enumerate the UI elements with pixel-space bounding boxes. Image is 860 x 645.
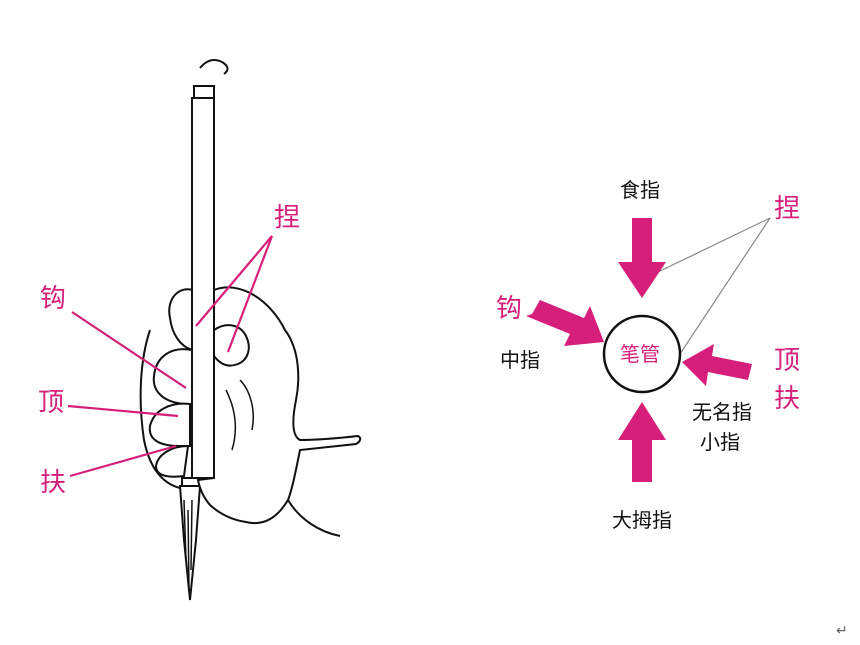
nie-callout-line-1 <box>195 235 273 327</box>
action-label-ding: 顶 <box>774 346 801 376</box>
brush-tip <box>178 485 202 601</box>
return-mark-icon: ↵ <box>836 623 848 639</box>
left-callouts <box>67 235 274 478</box>
wrist-line <box>287 499 341 537</box>
left-label-ding: 顶 <box>38 388 65 418</box>
action-label-nie: 捏 <box>774 194 801 224</box>
brush-hanging-loop <box>199 59 229 75</box>
right-diagram <box>526 217 771 482</box>
little-finger <box>154 444 190 478</box>
action-label-fu: 扶 <box>774 384 801 414</box>
pen-tube-circle <box>602 314 682 394</box>
finger-label-ring: 无名指 <box>692 400 752 424</box>
finger-label-index: 食指 <box>620 178 660 202</box>
brush-bristles <box>183 499 193 591</box>
middle-finger <box>152 348 193 405</box>
center-label: 笔管 <box>620 342 660 366</box>
finger-label-little: 小指 <box>700 430 740 454</box>
brush-shaft <box>191 97 215 479</box>
finger-label-middle: 中指 <box>500 348 540 372</box>
ring-finger <box>148 402 191 447</box>
index-arrow <box>618 218 666 298</box>
knuckle-line <box>225 379 254 451</box>
ding-callout-line <box>67 404 179 418</box>
palm-curve <box>139 329 181 489</box>
hand-back <box>196 286 362 525</box>
left-label-nie: 捏 <box>274 203 301 233</box>
finger-label-thumb: 大拇指 <box>612 508 672 532</box>
action-label-gou: 钩 <box>496 294 523 324</box>
hand <box>139 286 362 537</box>
ring-little-arrow <box>682 344 752 386</box>
left-label-fu: 扶 <box>40 468 67 498</box>
nie-thin-line-2 <box>667 217 771 373</box>
gou-callout-line <box>71 311 187 389</box>
fu-callout-line <box>69 444 177 478</box>
thumb-arrow <box>618 402 666 482</box>
brush-cap <box>193 85 215 99</box>
middle-arrow <box>526 300 604 346</box>
nie-callout-line-2 <box>226 235 274 353</box>
left-label-gou: 钩 <box>40 284 67 314</box>
brush <box>178 59 229 601</box>
force-arrows <box>526 218 752 482</box>
nie-thin-line-1 <box>657 217 771 273</box>
index-finger <box>168 288 193 352</box>
